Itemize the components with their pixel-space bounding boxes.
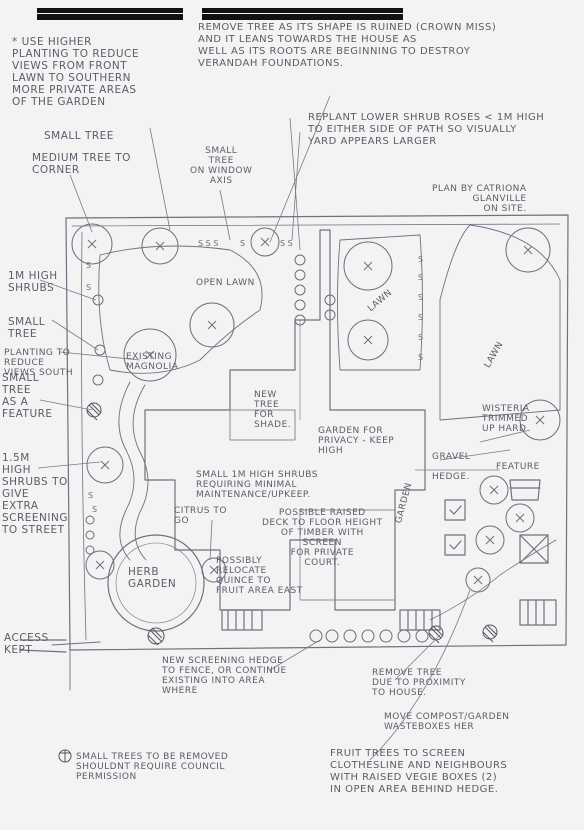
vegie-box-2 (444, 534, 466, 556)
note-small-tree-axis: SMALL TREE ON WINDOW AXIS (190, 146, 253, 186)
note-small-tree-left: SMALL TREE (8, 316, 46, 340)
label-gravel: GRAVEL (432, 452, 471, 462)
note-planting-reduce: PLANTING TO REDUCE VIEWS SOUTH (4, 348, 74, 378)
note-raised-deck: POSSIBLE RAISED DECK TO FLOOR HEIGHT OF … (262, 508, 383, 568)
feature-pot (509, 479, 541, 501)
note-shrubs-1m: 1m HIGH SHRUBS (8, 270, 58, 294)
note-garden-privacy: GARDEN FOR PRIVACY - KEEP HIGH (318, 426, 395, 456)
note-new-hedge: NEW SCREENING HEDGE TO FENCE, OR CONTINU… (162, 656, 287, 696)
note-small-shrubs: SMALL 1m HIGH SHRUBS REQUIRING MINIMAL M… (196, 470, 318, 500)
note-remove-tree-house: REMOVE TREE DUE TO PROXIMITY TO HOUSE. (372, 668, 466, 698)
svg-text:S S S: S S S (198, 239, 218, 248)
svg-text:S: S (418, 353, 423, 362)
note-plan-by: PLAN BY CATRIONA GLANVILLE ON SITE. (432, 184, 527, 214)
note-small-tree-feature: SMALL TREE AS A FEATURE (2, 372, 53, 420)
svg-text:S: S (418, 313, 423, 322)
label-herb-garden: HERB GARDEN (128, 566, 177, 590)
note-remove-tree-top: REMOVE TREE AS ITS SHAPE IS RUINED (CROW… (198, 22, 497, 69)
right-lawn (439, 224, 561, 421)
open-lawn-outline (98, 245, 263, 374)
vegie-box-1 (444, 499, 466, 521)
herb-garden-bed (107, 534, 205, 632)
svg-text:S: S (86, 283, 91, 292)
svg-text:S: S (88, 491, 93, 500)
compost-box (519, 534, 549, 564)
property-boundary (65, 214, 569, 651)
shrub-symbols (85, 254, 429, 643)
note-medium-tree: MEDIUM TREE TO CORNER (32, 152, 131, 176)
house-outline (144, 229, 426, 611)
note-fruit-trees: FRUIT TREES TO SCREEN CLOTHESLINE AND NE… (330, 748, 508, 795)
hedge-markers: S S S S S S SSS SSS SS SS (86, 239, 423, 514)
raised-deck (299, 509, 396, 601)
svg-text:S: S (418, 333, 423, 342)
label-hedge: HEDGE. (432, 472, 470, 482)
note-citrus-go: CITRUS TO GO (174, 506, 227, 526)
header-bar-right (202, 8, 403, 20)
svg-text:S: S (86, 261, 91, 270)
note-wisteria: WISTERIA TRIMMED UP HARD (482, 404, 530, 434)
note-replant-roses: REPLANT LOWER SHRUB ROSES < 1m HIGH TO E… (308, 112, 545, 147)
legend-removed-trees: SMALL TREES TO BE REMOVED SHOULDNT REQUI… (76, 752, 229, 782)
svg-text:S S: S S (280, 239, 293, 248)
label-feature: FEATURE (496, 462, 540, 472)
note-relocate-quince: POSSIBLY RELOCATE QUINCE TO FRUIT AREA E… (216, 556, 303, 596)
svg-text:S: S (418, 273, 423, 282)
label-existing-magnolia: EXISTING MAGNOLIA (126, 352, 179, 372)
middle-lawn (337, 234, 423, 371)
note-access-kept: ACCESS KEPT (4, 632, 49, 656)
tree-symbols (71, 223, 561, 593)
svg-text:S: S (92, 505, 97, 514)
front-path (118, 381, 135, 561)
note-new-tree-shade: NEW TREE FOR SHADE. (254, 390, 292, 430)
label-open-lawn: OPEN LAWN (196, 278, 255, 288)
header-bar-left (37, 8, 183, 20)
svg-text:S: S (418, 255, 423, 264)
removed-tree-symbols (58, 402, 498, 763)
note-move-compost: MOVE COMPOST/GARDEN WASTEBOXES HER (384, 712, 510, 732)
svg-text:S: S (418, 293, 423, 302)
svg-text:S: S (240, 239, 245, 248)
note-small-tree-top: SMALL TREE (44, 130, 114, 142)
note-shrubs-15m: 1.5m HIGH SHRUBS TO GIVE EXTRA SCREENING… (2, 452, 69, 536)
front-garden-bed (81, 231, 87, 641)
note-higher-planting: * USE HIGHER PLANTING TO REDUCE VIEWS FR… (12, 36, 139, 108)
